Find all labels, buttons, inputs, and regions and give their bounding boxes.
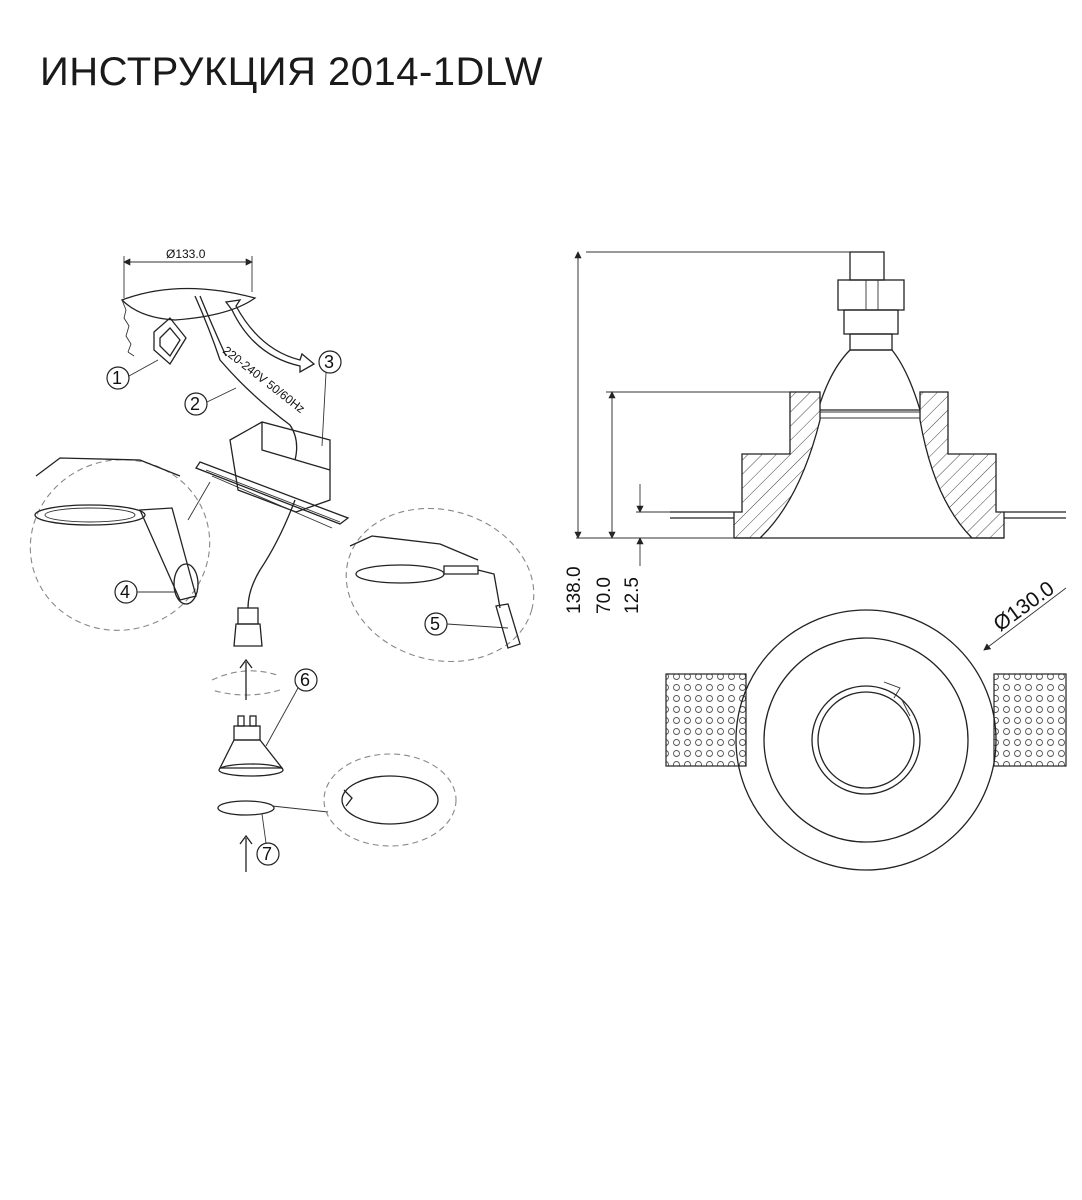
fixture-body — [195, 421, 350, 529]
ceiling-diameter-label: Ø133.0 — [166, 247, 206, 261]
detail-bubble-plaster — [29, 457, 211, 631]
height-flange-label: 12.5 — [622, 577, 643, 614]
svg-text:3: 3 — [324, 352, 334, 372]
svg-text:4: 4 — [120, 582, 130, 602]
section-view: 138.0 70.0 12.5 — [564, 251, 1066, 614]
mounting-clip-icon — [153, 317, 187, 365]
voltage-label: 220-240V 50/60Hz — [220, 343, 307, 416]
plan-view: Ø130.0 — [665, 577, 1067, 871]
callout-5: 5 — [424, 612, 509, 636]
callout-7: 7 — [256, 813, 280, 866]
detail-bubble-paint — [345, 507, 535, 663]
rotate-arrow-icon — [211, 658, 281, 700]
ceiling-diameter-dimension: Ø133.0 — [123, 247, 253, 298]
insertion-arrow-icon — [224, 299, 316, 374]
svg-text:5: 5 — [430, 614, 440, 634]
assembly-view: Ø133.0 220-240V 50/60Hz — [29, 247, 535, 872]
plan-diameter-dimension: Ø130.0 — [983, 577, 1067, 651]
insert-arrow-icon — [239, 834, 253, 872]
detail-bubble-ring — [323, 753, 457, 847]
ceiling-cutout — [120, 287, 257, 357]
height-total-label: 138.0 — [564, 566, 585, 614]
callout-2: 2 — [184, 387, 237, 416]
callout-3: 3 — [318, 350, 342, 447]
svg-text:1: 1 — [112, 368, 122, 388]
svg-text:6: 6 — [300, 670, 310, 690]
page-title: ИНСТРУКЦИЯ 2014-1DLW — [40, 50, 543, 94]
lamp-socket — [233, 607, 263, 647]
height-dimensions: 138.0 70.0 12.5 — [564, 251, 850, 614]
plan-diameter-label: Ø130.0 — [989, 577, 1058, 636]
gu10-lamp — [218, 715, 284, 777]
svg-text:2: 2 — [190, 394, 200, 414]
height-body-label: 70.0 — [594, 577, 615, 614]
retaining-ring — [217, 800, 329, 816]
callout-1: 1 — [106, 359, 159, 390]
callout-4: 4 — [114, 580, 176, 604]
svg-text:7: 7 — [262, 844, 272, 864]
callout-6: 6 — [265, 668, 318, 747]
